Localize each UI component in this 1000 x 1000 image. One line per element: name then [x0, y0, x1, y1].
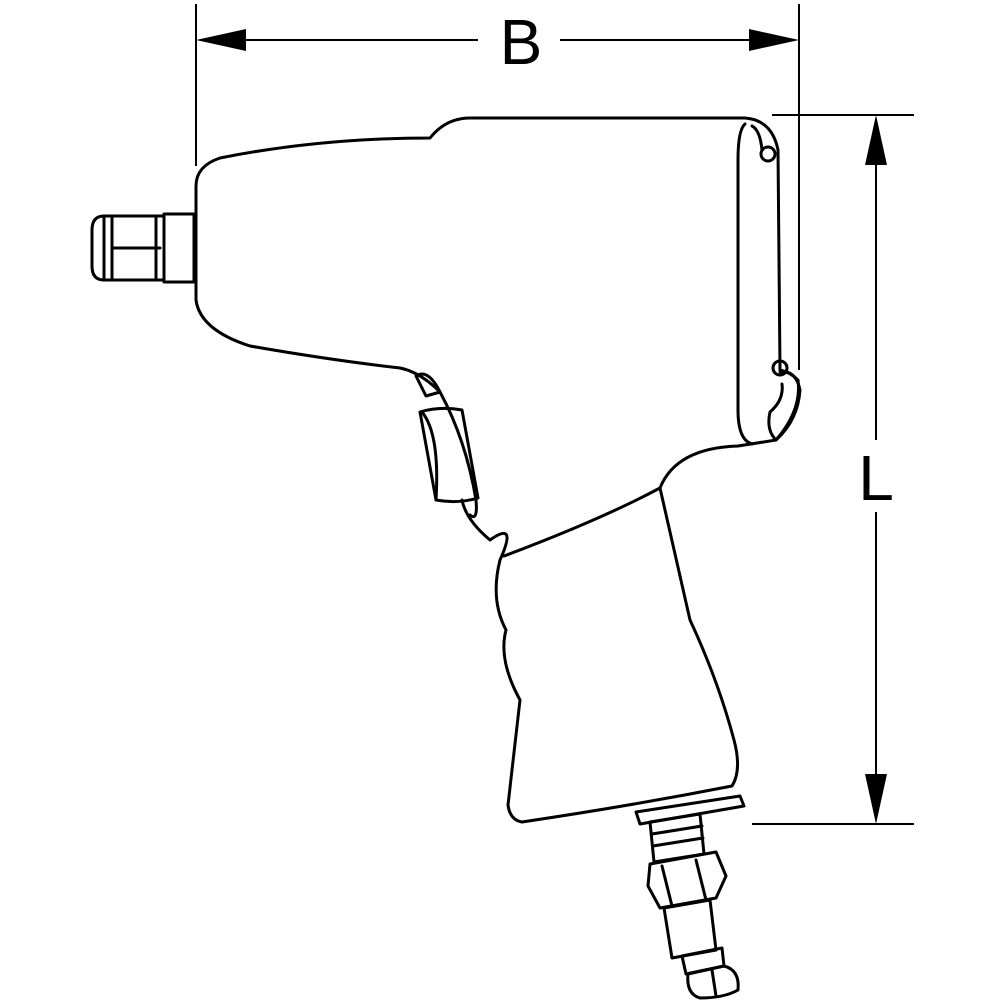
trigger-guard: [438, 390, 478, 519]
housing-outline: [194, 116, 801, 824]
air-inlet-fitting: [634, 794, 746, 1000]
dimension-l-top-arrow: [865, 115, 887, 165]
hex-nut: [646, 850, 728, 910]
rear-screw-bottom: [771, 359, 789, 377]
grip-front-edge: [502, 486, 662, 558]
dimension-l: L: [752, 114, 914, 825]
reverse-switch: [767, 370, 802, 442]
quick-coupler: [686, 964, 740, 1000]
rear-cover: [736, 122, 789, 446]
dimension-b-left-arrow: [196, 29, 246, 51]
dimension-b: B: [195, 4, 800, 370]
dimension-b-right-arrow: [749, 29, 799, 51]
square-drive: [90, 212, 196, 284]
rear-screw-top: [759, 145, 777, 163]
trigger: [414, 372, 480, 504]
dimension-l-bottom-arrow: [865, 774, 887, 824]
impact-wrench: [90, 116, 802, 1000]
dimension-b-label: B: [500, 6, 543, 78]
dimension-l-label: L: [858, 442, 894, 514]
housing-front-lower: [194, 184, 442, 394]
